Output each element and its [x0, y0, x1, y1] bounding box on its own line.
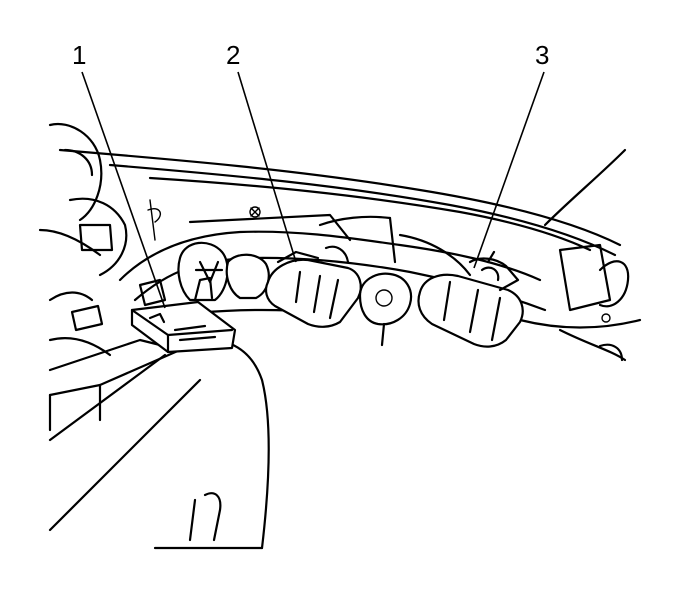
callout-number-3: 3 [535, 40, 549, 70]
callout-labels: 1 2 3 [72, 40, 549, 70]
leader-line-1 [81, 71, 166, 309]
leader-line-3 [473, 71, 545, 269]
callout-number-1: 1 [72, 40, 86, 70]
callout-leaders [81, 71, 545, 309]
callout-number-2: 2 [226, 40, 240, 70]
connector-1 [130, 276, 237, 354]
lamp-sockets [177, 241, 413, 347]
vehicle-body-panels [38, 122, 642, 550]
connector-3 [417, 250, 524, 348]
leader-line-2 [237, 71, 297, 263]
connector-2 [264, 245, 362, 328]
